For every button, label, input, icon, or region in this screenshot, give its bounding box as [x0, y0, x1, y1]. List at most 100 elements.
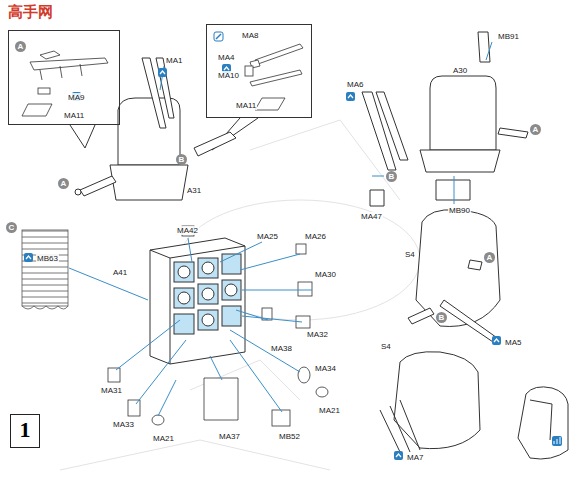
- part-number: MA34: [314, 364, 337, 373]
- part-number: A31: [186, 186, 202, 195]
- illustration-stroke: [222, 306, 241, 326]
- watermark: 高手网: [8, 3, 53, 22]
- illustration-stroke: [40, 64, 82, 80]
- reference-letter: B: [176, 154, 187, 165]
- illustration-stroke: [394, 451, 403, 460]
- left-inset-parts: [22, 51, 108, 116]
- illustration-stroke: [380, 400, 420, 452]
- part-number: MA21: [318, 406, 341, 415]
- part-number: MA32: [306, 330, 329, 339]
- illustration-stroke: [198, 258, 218, 278]
- illustration-stroke: [216, 34, 221, 39]
- illustration-stroke: [370, 190, 384, 206]
- illustration-stroke: [518, 387, 568, 459]
- part-number: MA21: [152, 434, 175, 443]
- illustration-stroke: [372, 42, 492, 176]
- reference-letter: B: [436, 312, 447, 323]
- step-number-box: 1: [10, 414, 40, 448]
- illustration-stroke: [440, 300, 500, 344]
- illustration-stroke: [198, 310, 218, 330]
- illustration-stroke: [30, 58, 108, 70]
- illustration-stroke: [152, 415, 164, 425]
- part-number: MA38: [270, 344, 293, 353]
- part-number: MA33: [112, 420, 135, 429]
- illustration-stroke: [60, 120, 400, 470]
- illustration-stroke: [296, 244, 306, 254]
- part-number: MB91: [497, 32, 520, 41]
- illustration-stroke: [454, 176, 455, 204]
- illustration-stroke: [180, 200, 420, 320]
- part-number: MA42: [176, 226, 199, 235]
- reference-letter: A: [15, 41, 26, 52]
- illustration-stroke: [69, 268, 148, 300]
- illustration-stroke: [142, 58, 174, 128]
- part-number: S4: [404, 250, 416, 259]
- illustration-stroke: [174, 288, 194, 308]
- illustration-stroke: [298, 282, 312, 296]
- illustration-stroke: [40, 51, 60, 59]
- illustration-stroke: [174, 262, 194, 282]
- illustration-stroke: [245, 66, 253, 76]
- part-number: A41: [112, 268, 128, 277]
- part-number: MA9: [67, 93, 85, 102]
- illustration-stroke: [222, 280, 241, 300]
- illustration-stroke: [552, 436, 562, 446]
- reference-letter: A: [530, 124, 541, 135]
- part-number: MA6: [346, 80, 364, 89]
- part-number: MA30: [314, 270, 337, 279]
- illustration-stroke: [255, 44, 303, 64]
- illustration-stroke: [436, 180, 470, 200]
- illustration-stroke: [236, 290, 312, 322]
- illustration-stroke: [214, 32, 223, 41]
- illustration-stroke: [202, 288, 214, 300]
- part-number: MA4: [217, 53, 235, 62]
- step-number: 1: [11, 415, 39, 445]
- illustration-stroke: [188, 238, 192, 262]
- illustration-stroke: [108, 368, 120, 382]
- seat-s4: [380, 210, 568, 459]
- illustration-stroke: [158, 68, 167, 77]
- ghost-background: [60, 120, 420, 470]
- frame-detail-parts: [108, 226, 328, 426]
- part-number: MA26: [304, 232, 327, 241]
- illustration-stroke: [420, 150, 500, 172]
- illustration-stroke: [250, 70, 302, 86]
- part-icons: [24, 32, 562, 460]
- illustration-stroke: [430, 76, 496, 150]
- illustration-stroke: [22, 230, 68, 306]
- reference-letter: A: [58, 178, 69, 189]
- part-number: MA10: [217, 71, 240, 80]
- illustration-stroke: [198, 284, 218, 304]
- illustration-stroke: [554, 437, 560, 444]
- illustration-stroke: [220, 242, 300, 270]
- part-number: MA7: [406, 453, 424, 462]
- part-number: MB52: [278, 432, 301, 441]
- part-number: MA8: [241, 31, 259, 40]
- illustration-stroke: [202, 314, 214, 326]
- part-number: MA37: [218, 432, 241, 441]
- part-number: MB63: [36, 254, 59, 263]
- illustration-stroke: [478, 32, 490, 62]
- illustration-stroke: [80, 176, 116, 196]
- seat-a30: [362, 32, 528, 206]
- illustration-stroke: [22, 306, 68, 309]
- illustration-stroke: [204, 378, 238, 420]
- illustration-stroke: [70, 125, 95, 148]
- illustration-stroke: [298, 367, 310, 383]
- illustration-stroke: [255, 98, 285, 110]
- illustration-stroke: [194, 132, 236, 156]
- part-number: S4: [380, 342, 392, 351]
- part-number: MA11: [63, 111, 85, 120]
- panel-mb63: [22, 230, 68, 309]
- illustration-stroke: [150, 246, 245, 364]
- illustration-stroke: [116, 320, 186, 416]
- illustration-stroke: [178, 266, 190, 278]
- part-number: MA31: [100, 386, 123, 395]
- reference-letter: B: [386, 171, 397, 182]
- illustration-stroke: [75, 189, 81, 195]
- illustration-stroke: [24, 253, 33, 262]
- part-number: MA25: [256, 232, 279, 241]
- illustration-stroke: [530, 400, 552, 440]
